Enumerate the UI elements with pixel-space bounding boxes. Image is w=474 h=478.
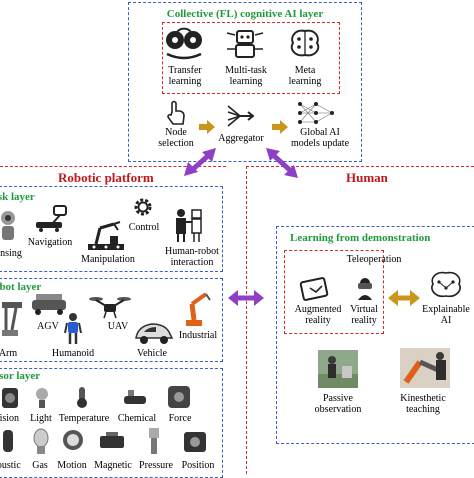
- navigation-robot-icon: [36, 205, 67, 232]
- sensing-robot-icon: [1, 211, 15, 240]
- neural-network-icon: [298, 102, 334, 124]
- flow-arrow-2-icon: [272, 120, 288, 134]
- task-layer-title: Task layer: [0, 191, 35, 203]
- cognitive-layer-box: [128, 2, 362, 162]
- autonomous-vehicle-icon: [135, 323, 174, 344]
- teleop-to-explainable-arrow-icon: [388, 290, 420, 306]
- node-selection-label: Node selection: [158, 127, 194, 149]
- acoustic-sensor-icon: [3, 430, 13, 452]
- task-sensing-label: Sensing: [0, 248, 22, 259]
- force-sensor-icon: [168, 386, 190, 408]
- sensor-vision-label: Vision: [0, 413, 20, 424]
- robot-vehicle-label: Vehicle: [137, 348, 167, 359]
- sensor-acoustic-label: Acoustic: [0, 460, 21, 471]
- virtual-reality-label: Virtual reality: [350, 304, 378, 326]
- robot-layer-box: [0, 278, 223, 362]
- control-gear-icon: [134, 198, 152, 216]
- robot-agv-label: AGV: [37, 321, 59, 332]
- sensor-pressure-label: Pressure: [139, 460, 173, 471]
- sensor-motion-label: Motion: [57, 460, 87, 471]
- transfer-learning-label: Transfer learning: [168, 65, 202, 87]
- global-ai-update-label: Global AI models update: [290, 127, 350, 149]
- lfd-title: Learning from demonstration: [290, 232, 431, 244]
- sensor-force-label: Force: [168, 413, 192, 424]
- robot-humanoid-label: Humanoid: [51, 348, 95, 359]
- aggregator-label: Aggregator: [218, 133, 264, 144]
- hand-pointer-icon: [167, 100, 185, 125]
- sensor-magnetic-label: Magnetic: [94, 460, 132, 471]
- task-hri-label: Human-robot interaction: [165, 246, 219, 268]
- sensor-light-label: Light: [30, 413, 52, 424]
- task-layer-box: [0, 186, 223, 272]
- light-sensor-icon: [36, 388, 48, 408]
- kinesthetic-teaching-label: Kinesthetic teaching: [400, 393, 446, 415]
- task-manipulation-label: Manipulation: [81, 254, 135, 265]
- task-control-label: Control: [128, 222, 160, 233]
- arm-robot-icon: [2, 302, 22, 336]
- agv-robot-icon: [32, 294, 66, 315]
- sensor-gas-label: Gas: [32, 460, 48, 471]
- meta-learning-brain-icon: [290, 29, 320, 57]
- purple-arrow-middle-icon: [228, 290, 264, 306]
- robot-uav-label: UAV: [107, 321, 129, 332]
- industrial-robot-icon: [186, 292, 211, 326]
- learning-methods-box: [162, 22, 340, 94]
- purple-arrow-right-icon: [266, 148, 298, 178]
- explainable-ai-brain-icon: [431, 271, 461, 298]
- humanoid-robot-icon: [64, 313, 82, 344]
- chemical-sensor-icon: [124, 390, 146, 404]
- explainable-ai-label: Explainable AI: [422, 304, 470, 326]
- human-robot-interaction-icon: [176, 209, 202, 242]
- teleoperation-title: Teleoperation: [346, 254, 402, 265]
- passive-observation-label: Passive observation: [314, 393, 362, 415]
- magnetic-sensor-icon: [100, 432, 124, 448]
- red-divider-right: [246, 166, 474, 167]
- robot-arm-label: Arm: [0, 348, 18, 359]
- passive-observation-photo: [318, 350, 358, 388]
- augmented-reality-label: Augmented reality: [294, 304, 342, 326]
- gas-sensor-icon: [33, 428, 49, 454]
- position-sensor-icon: [184, 432, 206, 452]
- meta-learning-label: Meta learning: [288, 65, 322, 87]
- red-divider-vertical: [246, 166, 247, 474]
- sensor-position-label: Position: [181, 460, 215, 471]
- lfd-box: [276, 226, 474, 444]
- task-navigation-label: Navigation: [27, 237, 73, 248]
- virtual-reality-headset-icon: [358, 278, 372, 300]
- kinesthetic-teaching-photo: [400, 348, 450, 388]
- vision-sensor-icon: [2, 388, 18, 408]
- robot-layer-title: Robot layer: [0, 281, 42, 293]
- uav-drone-icon: [89, 297, 131, 319]
- teleoperation-box: [284, 250, 384, 334]
- multitask-robot-icon: [226, 30, 264, 58]
- augmented-reality-icon: [299, 277, 329, 301]
- aggregator-icon: [227, 105, 255, 127]
- motion-sensor-icon: [63, 430, 83, 450]
- human-title: Human: [346, 170, 388, 185]
- purple-arrow-left-icon: [184, 148, 216, 176]
- cognitive-layer-title: Collective (FL) cognitive AI layer: [166, 8, 324, 20]
- flow-arrow-1-icon: [199, 120, 215, 134]
- temperature-sensor-icon: [77, 387, 87, 408]
- sensor-layer-title: Sensor layer: [0, 370, 41, 382]
- robotic-platform-title: Robotic platform: [58, 170, 154, 185]
- multitask-learning-label: Multi-task learning: [225, 65, 267, 87]
- sensor-temperature-label: Temperature: [58, 413, 110, 424]
- sensor-chemical-label: Chemical: [117, 413, 157, 424]
- transfer-learning-icon: [166, 27, 202, 60]
- pressure-sensor-icon: [149, 428, 159, 454]
- red-divider-left: [0, 166, 226, 167]
- manipulation-arm-icon: [88, 221, 124, 250]
- robot-industrial-label: Industrial: [178, 330, 218, 341]
